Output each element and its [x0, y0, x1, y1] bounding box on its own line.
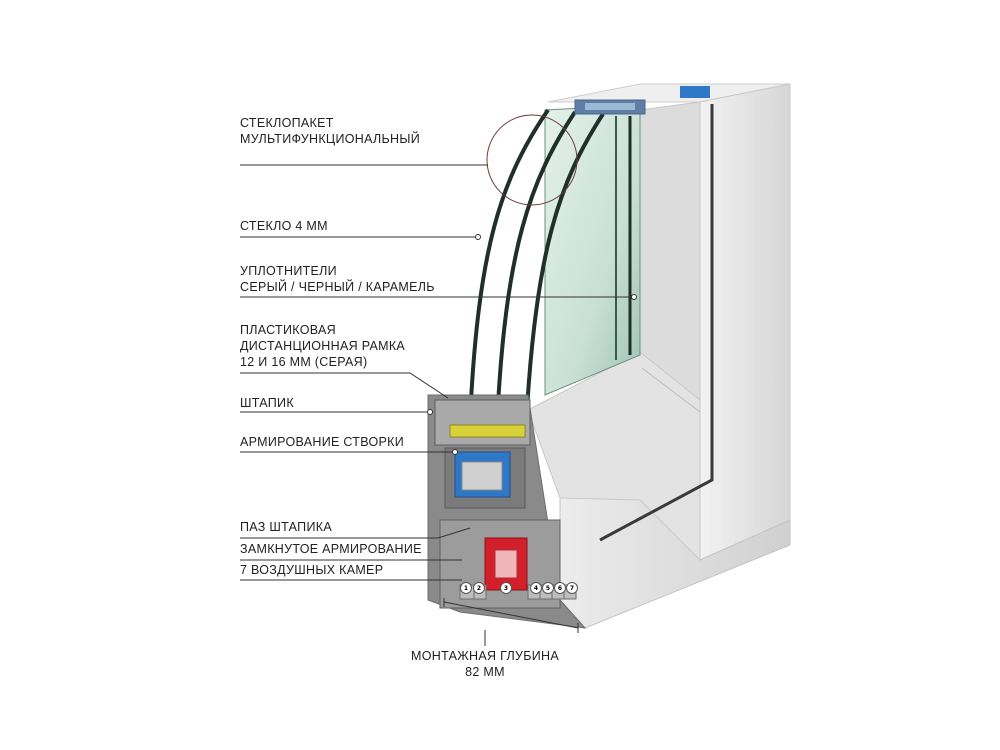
depth-dimension-line [443, 601, 579, 629]
chamber-marker-5 [542, 582, 554, 594]
profile-cross-section [427, 394, 587, 629]
chamber-marker-1 [460, 582, 472, 594]
chamber-marker-7 [566, 582, 578, 594]
glass-panes [468, 86, 710, 429]
chamber-num-7: 7 [570, 585, 574, 592]
label-glazing-unit: СТЕКЛОПАКЕТ МУЛЬТИФУНКЦИОНАЛЬНЫЙ [240, 116, 420, 146]
label-bead-groove: ПАЗ ШТАПИКА [240, 520, 332, 534]
leader-bead-groove [240, 527, 471, 539]
chamber-marker-2 [473, 582, 485, 594]
frame-body [527, 83, 791, 629]
label-mounting-depth: МОНТАЖНАЯ ГЛУБИНА 82 ММ [411, 649, 559, 679]
label-air-chambers: 7 ВОЗДУШНЫХ КАМЕР [240, 563, 384, 577]
chamber-marker-3 [500, 582, 512, 594]
label-closed-reinforcement: ЗАМКНУТОЕ АРМИРОВАНИЕ [240, 542, 422, 556]
zoom-circle [486, 114, 578, 206]
label-bead: ШТАПИК [240, 396, 294, 410]
label-glass: СТЕКЛО 4 ММ [240, 219, 328, 233]
chamber-num-5: 5 [546, 585, 550, 592]
chamber-num-1: 1 [464, 585, 468, 592]
leader-spacer [240, 372, 449, 399]
chamber-marker-4 [530, 582, 542, 594]
label-seals: УПЛОТНИТЕЛИ СЕРЫЙ / ЧЕРНЫЙ / КАРАМЕЛЬ [240, 264, 435, 294]
label-sash-reinforcement: АРМИРОВАНИЕ СТВОРКИ [240, 435, 404, 449]
label-spacer-frame: ПЛАСТИКОВАЯ ДИСТАНЦИОННАЯ РАМКА 12 И 16 … [240, 323, 406, 369]
chamber-markers: 1 2 3 4 5 6 7 [460, 582, 578, 594]
chamber-num-2: 2 [477, 585, 481, 592]
chamber-num-3: 3 [504, 585, 508, 592]
leader-lines [240, 164, 637, 646]
chamber-num-6: 6 [558, 585, 562, 592]
chamber-marker-6 [554, 582, 566, 594]
chamber-num-4: 4 [534, 585, 538, 592]
